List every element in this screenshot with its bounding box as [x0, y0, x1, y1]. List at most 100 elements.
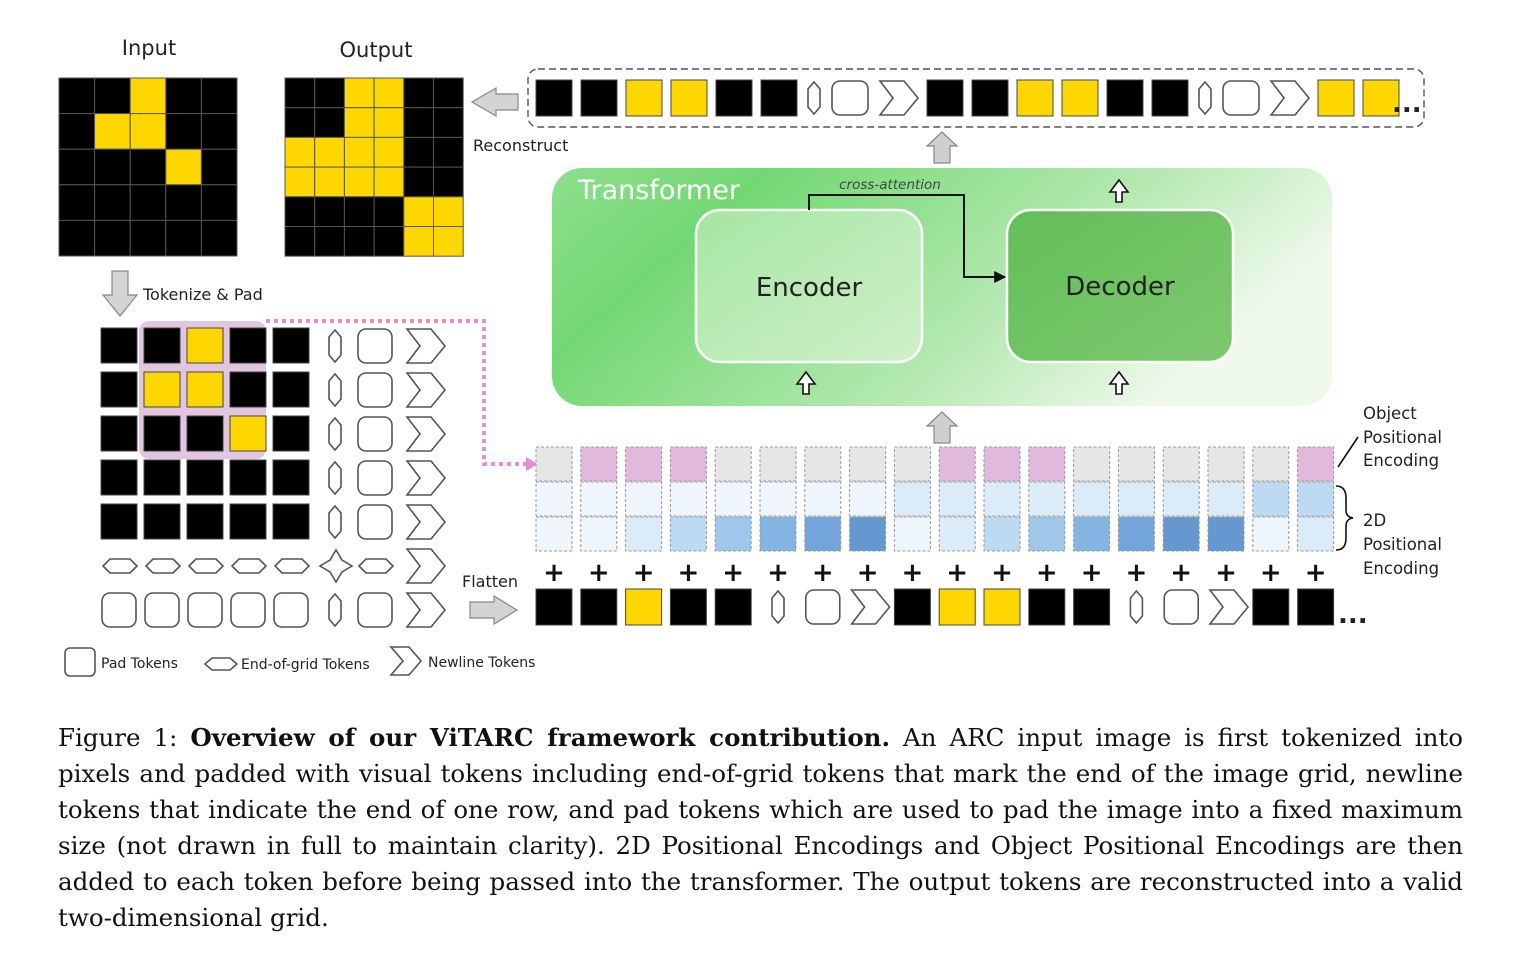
- reconstruct-label: Reconstruct: [473, 136, 568, 155]
- black-pixel-token: [580, 588, 618, 626]
- pe-stack: [938, 446, 976, 552]
- row-pe-cell: [625, 481, 663, 517]
- input-token-sequence: [535, 588, 1335, 626]
- end-of-grid-token-icon: [328, 416, 342, 452]
- yellow-pixel-token: [1317, 79, 1355, 117]
- to-output-arrow-icon: [925, 131, 959, 164]
- yellow-pixel-token: [1362, 79, 1400, 117]
- black-pixel-token: [272, 415, 310, 452]
- legend-newline-label: Newline Tokens: [428, 655, 535, 671]
- plus-sign: +: [543, 558, 565, 588]
- end-of-grid-token-icon: [101, 558, 139, 574]
- grid-cell: [373, 107, 405, 138]
- grid-cell: [373, 226, 405, 257]
- input-grid: [58, 77, 238, 257]
- grid-cell: [284, 226, 316, 257]
- pad-token-icon: [1163, 589, 1199, 625]
- pe-stack: [1297, 446, 1335, 552]
- newline-token-icon: [405, 592, 447, 628]
- end-of-grid-corner-token-icon: [318, 548, 354, 584]
- row-pe-cell: [1162, 481, 1200, 517]
- col-pe-cell: [580, 516, 618, 552]
- end-of-grid-token-icon: [328, 592, 342, 628]
- pe-stack: [714, 446, 752, 552]
- black-pixel-token: [580, 79, 618, 117]
- legend: Pad Tokens End-of-grid Tokens Newline To…: [64, 646, 535, 677]
- black-pixel-token: [1297, 588, 1335, 626]
- object-pe-cell: [1252, 446, 1290, 482]
- col-pe-cell: [849, 516, 887, 552]
- grid-cell: [165, 77, 202, 115]
- tokenize-arrow-icon: [101, 270, 139, 317]
- black-pixel-token: [971, 79, 1009, 117]
- row-pe-cell: [1028, 481, 1066, 517]
- pe-stack: [1252, 446, 1290, 552]
- row-pe-cell: [759, 481, 797, 517]
- newline-token-icon: [405, 460, 447, 496]
- row-pe-cell: [893, 481, 931, 517]
- plus-sign: +: [722, 558, 744, 588]
- grid-cell: [403, 136, 434, 168]
- grid-cell: [94, 148, 131, 186]
- grid-cell: [433, 166, 464, 198]
- grid-cell: [129, 77, 167, 115]
- grid-cell: [314, 136, 345, 168]
- col-pe-cell: [1162, 516, 1200, 552]
- grid-cell: [200, 148, 238, 186]
- pad-token-icon: [357, 460, 393, 496]
- row-pe-cell: [1207, 481, 1245, 517]
- plus-sign: +: [633, 558, 655, 588]
- output-title: Output: [340, 38, 413, 62]
- object-pe-cell: [669, 446, 707, 482]
- cross-attention-arrow: [808, 194, 1007, 283]
- pad-token-icon: [101, 592, 137, 628]
- plus-sign: +: [857, 558, 879, 588]
- grid-cell: [200, 113, 238, 150]
- pe-stack: [669, 446, 707, 552]
- grid-cell: [403, 77, 434, 109]
- black-pixel-token: [1106, 79, 1144, 117]
- output-grid: [284, 77, 464, 257]
- pe2d-label: 2D Positional Encoding: [1363, 511, 1447, 578]
- col-pe-cell: [759, 516, 797, 552]
- black-pixel-token: [143, 327, 181, 364]
- pad-token-icon: [357, 504, 393, 540]
- legend-eog-icon: [203, 657, 239, 671]
- pe-stack: [893, 446, 931, 552]
- pe-stack: [1162, 446, 1200, 552]
- decoder-label: Decoder: [1065, 272, 1175, 302]
- black-pixel-token: [100, 503, 138, 540]
- row-pe-cell: [804, 481, 842, 517]
- grid-cell: [94, 219, 131, 257]
- row-pe-cell: [1297, 481, 1335, 517]
- col-pe-cell: [625, 516, 663, 552]
- black-pixel-token: [229, 327, 267, 364]
- col-pe-cell: [938, 516, 976, 552]
- object-pe-pointer: [1337, 436, 1359, 468]
- flatten-arrow-icon: [469, 594, 519, 626]
- object-pe-connector: [266, 319, 528, 466]
- plus-sign: +: [1081, 558, 1103, 588]
- black-pixel-token: [1151, 79, 1189, 117]
- grid-cell: [58, 219, 96, 257]
- newline-token-icon: [1269, 80, 1311, 116]
- black-pixel-token: [186, 459, 224, 496]
- pe-stack: [1117, 446, 1155, 552]
- newline-token-icon: [1208, 589, 1250, 625]
- plus-sign: +: [1036, 558, 1058, 588]
- output-ellipsis: ...: [1392, 89, 1422, 119]
- grid-cell: [129, 219, 167, 257]
- pe-stack: [535, 446, 573, 552]
- black-pixel-token: [760, 79, 798, 117]
- grid-cell: [284, 107, 316, 138]
- grid-cell: [403, 166, 434, 198]
- grid-cell: [200, 184, 238, 221]
- col-pe-cell: [1073, 516, 1111, 552]
- legend-pad-icon: [64, 647, 96, 677]
- pad-token-icon: [357, 416, 393, 452]
- pad-token-icon: [357, 372, 393, 408]
- black-pixel-token: [1252, 588, 1290, 626]
- grid-cell: [314, 107, 345, 138]
- caption-prefix: Figure 1:: [58, 723, 191, 752]
- newline-token-icon: [405, 548, 447, 584]
